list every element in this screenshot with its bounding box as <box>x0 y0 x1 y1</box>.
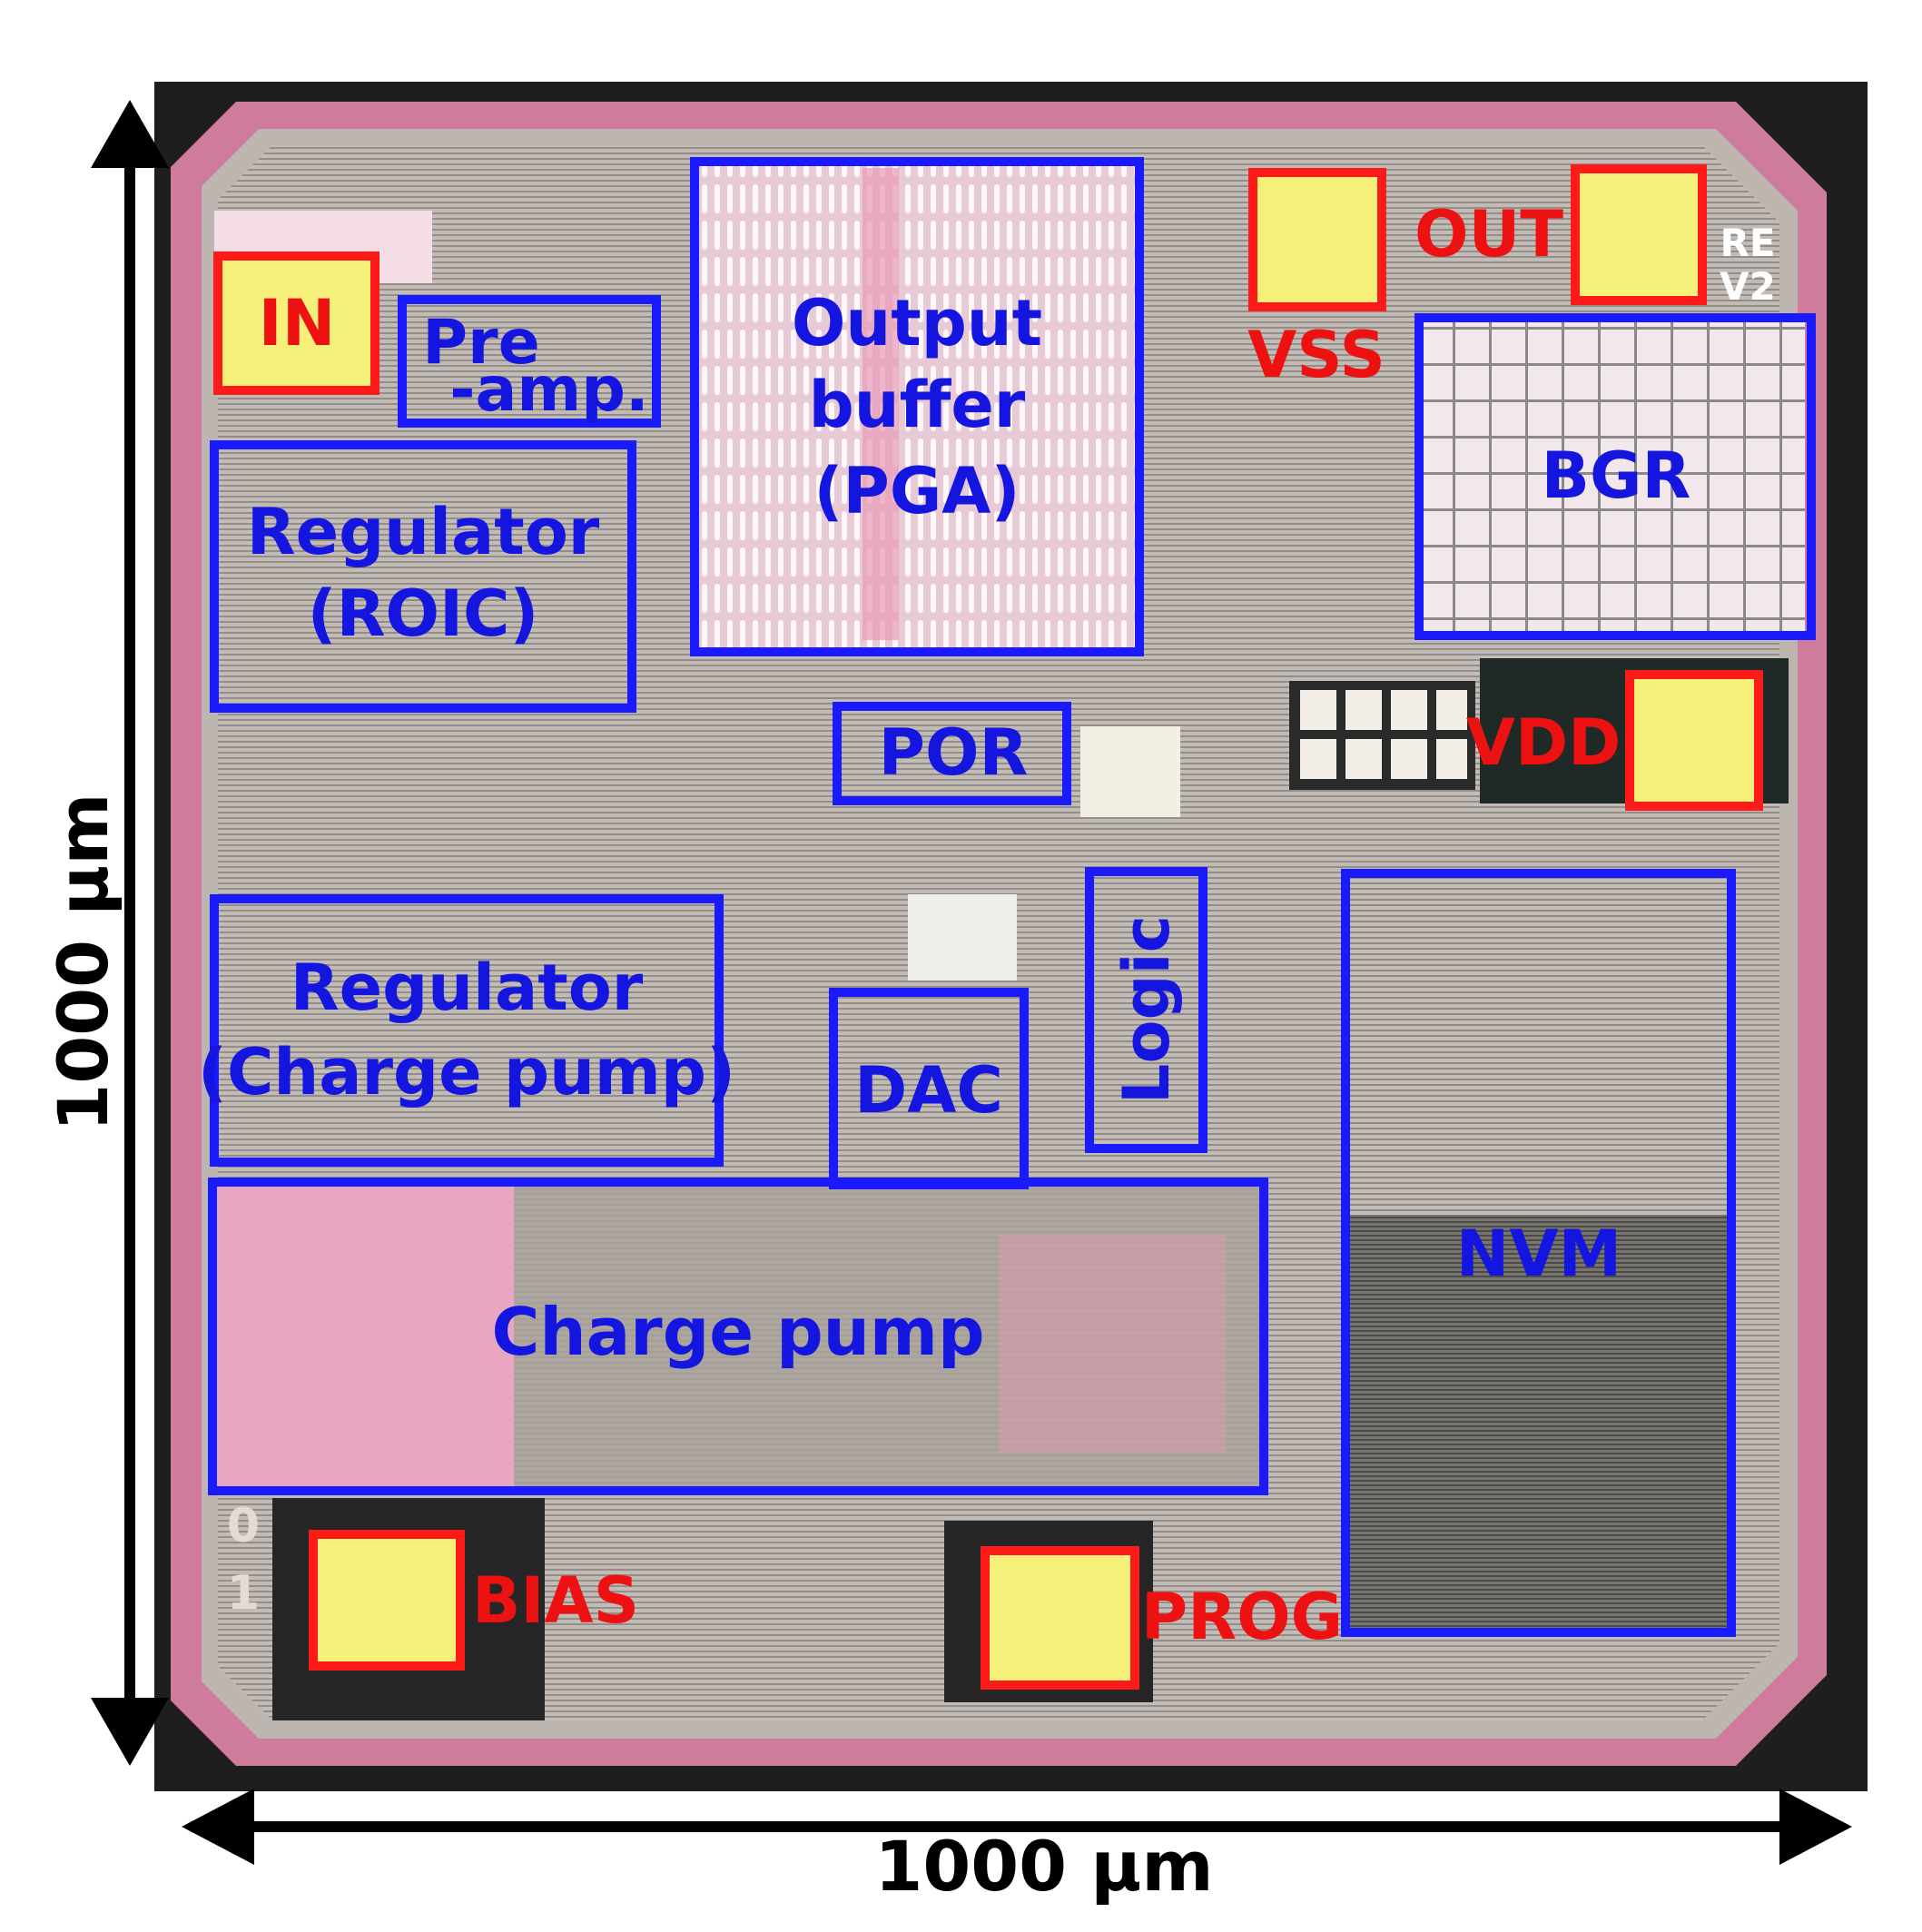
die-id-mark-line1: 0 <box>227 1499 260 1553</box>
pad-vss <box>1248 168 1386 311</box>
pad-label-out: OUT <box>1414 197 1563 271</box>
vertical-dimension-arrow <box>91 100 169 1766</box>
block-logic <box>1085 867 1207 1153</box>
vertical-dimension-label: 1000 µm <box>43 793 123 1131</box>
die-id-mark-line2: 1 <box>227 1566 260 1621</box>
pad-label-bias: BIAS <box>472 1563 639 1638</box>
nvm-lower-texture <box>1345 1215 1731 1628</box>
cp-pink-area <box>999 1235 1226 1453</box>
pad-label-vss: VSS <box>1247 318 1385 392</box>
horizontal-dimension-label: 1000 µm <box>874 1826 1213 1907</box>
pga-pink-band <box>862 168 899 640</box>
pad-label-prog: PROG <box>1141 1580 1343 1654</box>
bgr-texture <box>1424 322 1805 631</box>
pad-in <box>213 251 379 395</box>
label-preamp-line1: Pre <box>422 307 540 379</box>
label-regulator-roic-line1: Regulator <box>247 495 600 569</box>
pad-prog <box>981 1546 1139 1690</box>
label-output-buffer-line3: (PGA) <box>814 454 1020 528</box>
horizontal-dimension-arrow <box>182 1789 1852 1865</box>
revision-mark-line2: V2 <box>1720 264 1776 309</box>
nvm-upper-texture <box>1345 879 1731 1215</box>
block-nvm <box>1341 869 1736 1637</box>
pad-bias <box>309 1530 465 1671</box>
label-regulator-roic-line2: (ROIC) <box>308 577 539 651</box>
label-output-buffer-line2: buffer <box>809 368 1026 442</box>
label-output-buffer-line1: Output <box>792 286 1042 360</box>
pad-vdd <box>1625 670 1763 811</box>
block-bgr <box>1414 313 1816 640</box>
label-logic: Logic <box>1109 915 1184 1104</box>
label-charge-pump: Charge pump <box>492 1294 985 1370</box>
label-preamp-line2: -amp. <box>449 354 648 426</box>
label-nvm: NVM <box>1456 1217 1621 1291</box>
pad-label-vdd: VDD <box>1466 705 1621 780</box>
block-preamp <box>398 295 661 428</box>
charge-pump-pink <box>214 1185 514 1489</box>
pad-label-in: IN <box>259 286 336 360</box>
block-charge-pump <box>208 1178 1268 1495</box>
vdd-cell-array <box>1289 681 1475 790</box>
center-bright-square <box>908 894 1017 981</box>
label-dac: DAC <box>854 1053 1003 1128</box>
block-por <box>833 702 1071 805</box>
pga-texture <box>699 162 1135 652</box>
block-output-buffer <box>690 157 1144 656</box>
block-regulator-cp <box>210 894 724 1167</box>
por-side-square <box>1080 726 1180 817</box>
label-regulator-cp-line1: Regulator <box>291 951 644 1025</box>
label-bgr: BGR <box>1542 439 1691 513</box>
label-por: POR <box>879 715 1029 790</box>
block-regulator-roic <box>210 440 636 713</box>
revision-mark-line1: RE <box>1720 221 1775 265</box>
pad-out <box>1571 164 1707 305</box>
label-regulator-cp-line2: (Charge pump) <box>198 1035 735 1109</box>
